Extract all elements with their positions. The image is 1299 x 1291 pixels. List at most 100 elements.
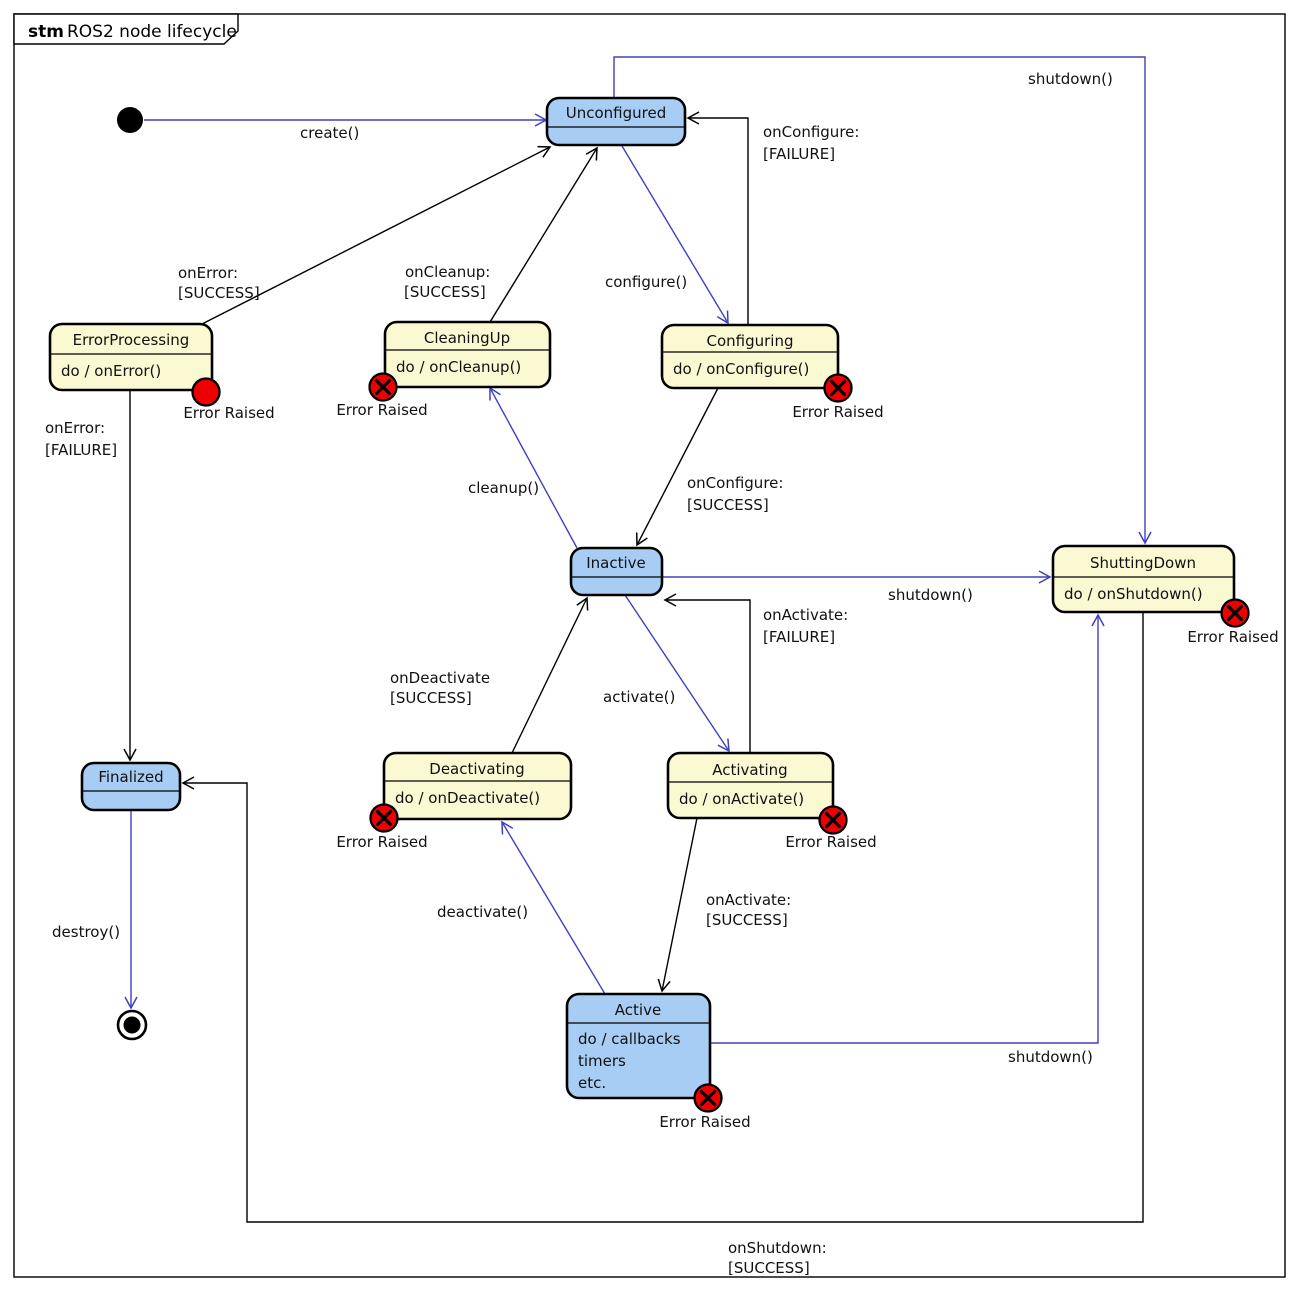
state-cleaningup: CleaningUp do / onCleanup() Error Raised — [336, 320, 552, 419]
state-name: Finalized — [98, 768, 163, 786]
label-activate: activate() — [603, 688, 675, 706]
state-activity: do / onCleanup() — [396, 358, 521, 376]
label-shutdown-from-unconfigured: shutdown() — [1028, 70, 1113, 88]
error-raised-label: Error Raised — [792, 403, 883, 421]
state-box — [565, 992, 712, 1100]
error-raised-label: Error Raised — [785, 833, 876, 851]
label-deactivate: deactivate() — [437, 903, 528, 921]
label-onconfigure-failure-event: onConfigure: — [763, 123, 859, 141]
transition-cleanup — [489, 386, 578, 549]
error-raised-label: Error Raised — [336, 401, 427, 419]
transition-configure — [621, 145, 729, 325]
label-onerror-success-guard: [SUCCESS] — [178, 284, 260, 302]
state-activating: Activating do / onActivate() Error Raise… — [666, 751, 877, 851]
state-box — [660, 323, 840, 390]
state-finalized: Finalized — [80, 761, 182, 812]
label-configure: configure() — [605, 273, 687, 291]
label-onshutdown-success-event: onShutdown: — [728, 1239, 827, 1257]
label-oncleanup-success-guard: [SUCCESS] — [404, 283, 486, 301]
error-x-icon — [1226, 604, 1244, 622]
transition-onconfigure-success — [635, 387, 719, 547]
label-onerror-success-event: onError: — [178, 264, 238, 282]
label-onconfigure-failure-guard: [FAILURE] — [763, 145, 835, 163]
transition-onactivate-failure — [663, 593, 751, 753]
transition-activate — [624, 594, 730, 753]
transition-deactivate — [501, 820, 606, 995]
transition-oncleanup-success — [489, 146, 598, 323]
label-onshutdown-success-guard: [SUCCESS] — [728, 1259, 810, 1277]
state-box — [80, 761, 182, 812]
state-activity: do / onShutdown() — [1064, 585, 1203, 603]
label-onconfigure-success-event: onConfigure: — [687, 474, 783, 492]
state-activity: etc. — [578, 1074, 606, 1092]
state-shuttingdown: ShuttingDown do / onShutdown() Error Rai… — [1051, 544, 1279, 646]
label-shutdown-from-inactive: shutdown() — [888, 586, 973, 604]
state-unconfigured: Unconfigured — [545, 96, 687, 147]
frame-tag: stm — [28, 22, 64, 42]
transition-ondeactivate-success — [511, 596, 589, 754]
final-state-dot — [123, 1016, 141, 1034]
error-entry-point-icon — [191, 377, 221, 407]
state-deactivating: Deactivating do / onDeactivate() Error R… — [336, 751, 573, 851]
state-box — [545, 96, 687, 147]
state-box — [1051, 544, 1236, 614]
label-onactivate-success-guard: [SUCCESS] — [706, 911, 788, 929]
error-x-icon — [375, 809, 393, 827]
state-name: ShuttingDown — [1090, 554, 1196, 572]
label-ondeactivate-success-guard: [SUCCESS] — [390, 689, 472, 707]
state-name: ErrorProcessing — [73, 331, 190, 349]
state-configuring: Configuring do / onConfigure() Error Rai… — [660, 323, 884, 421]
state-name: CleaningUp — [424, 329, 510, 347]
state-name: Inactive — [586, 554, 646, 572]
label-shutdown-from-active: shutdown() — [1008, 1048, 1093, 1066]
pseudo-states — [116, 107, 148, 1041]
state-name: Unconfigured — [566, 104, 666, 122]
state-name: Configuring — [707, 332, 794, 350]
state-inactive: Inactive — [569, 546, 664, 597]
initial-state — [117, 107, 143, 133]
state-box — [666, 751, 835, 820]
label-oncleanup-success-event: onCleanup: — [405, 263, 490, 281]
state-box — [383, 320, 552, 389]
label-create: create() — [300, 124, 359, 142]
frame-tab — [13, 13, 239, 45]
state-activity: do / onDeactivate() — [395, 789, 540, 807]
error-x-icon — [699, 1089, 717, 1107]
label-onactivate-failure-guard: [FAILURE] — [763, 628, 835, 646]
state-box — [382, 751, 573, 821]
state-activity: do / callbacks — [578, 1030, 681, 1048]
error-x-icon — [829, 379, 847, 397]
state-box — [48, 322, 214, 392]
state-activity: do / onError() — [61, 362, 161, 380]
error-raised-label: Error Raised — [336, 833, 427, 851]
state-box — [569, 546, 664, 597]
label-onactivate-failure-event: onActivate: — [763, 606, 848, 624]
transition-labels: create() shutdown() onConfigure: [FAILUR… — [45, 70, 1113, 1277]
transition-onactivate-success — [657, 817, 698, 993]
states: Unconfigured ErrorProcessing do / onErro… — [48, 96, 1279, 1131]
error-x-icon — [374, 378, 392, 396]
transition-edges — [123, 56, 1152, 1223]
error-raised-label: Error Raised — [183, 404, 274, 422]
frame-title-text: ROS2 node lifecycle — [67, 22, 237, 42]
label-onactivate-success-event: onActivate: — [706, 891, 791, 909]
error-raised-label: Error Raised — [659, 1113, 750, 1131]
label-cleanup: cleanup() — [468, 479, 539, 497]
label-destroy: destroy() — [52, 923, 120, 941]
label-onconfigure-success-guard: [SUCCESS] — [687, 496, 769, 514]
transition-onshutdown-success — [181, 612, 1144, 1223]
label-onerror-failure-guard: [FAILURE] — [45, 441, 117, 459]
transition-onerror-success — [201, 145, 552, 325]
state-name: Deactivating — [429, 760, 524, 778]
transition-onconfigure-failure — [686, 111, 749, 325]
state-activity: do / onConfigure() — [673, 360, 809, 378]
state-activity: do / onActivate() — [679, 790, 804, 808]
state-name: Active — [615, 1001, 661, 1019]
state-activity: timers — [578, 1052, 626, 1070]
state-name: Activating — [712, 761, 787, 779]
error-raised-label: Error Raised — [1187, 628, 1278, 646]
error-x-icon — [824, 811, 842, 829]
